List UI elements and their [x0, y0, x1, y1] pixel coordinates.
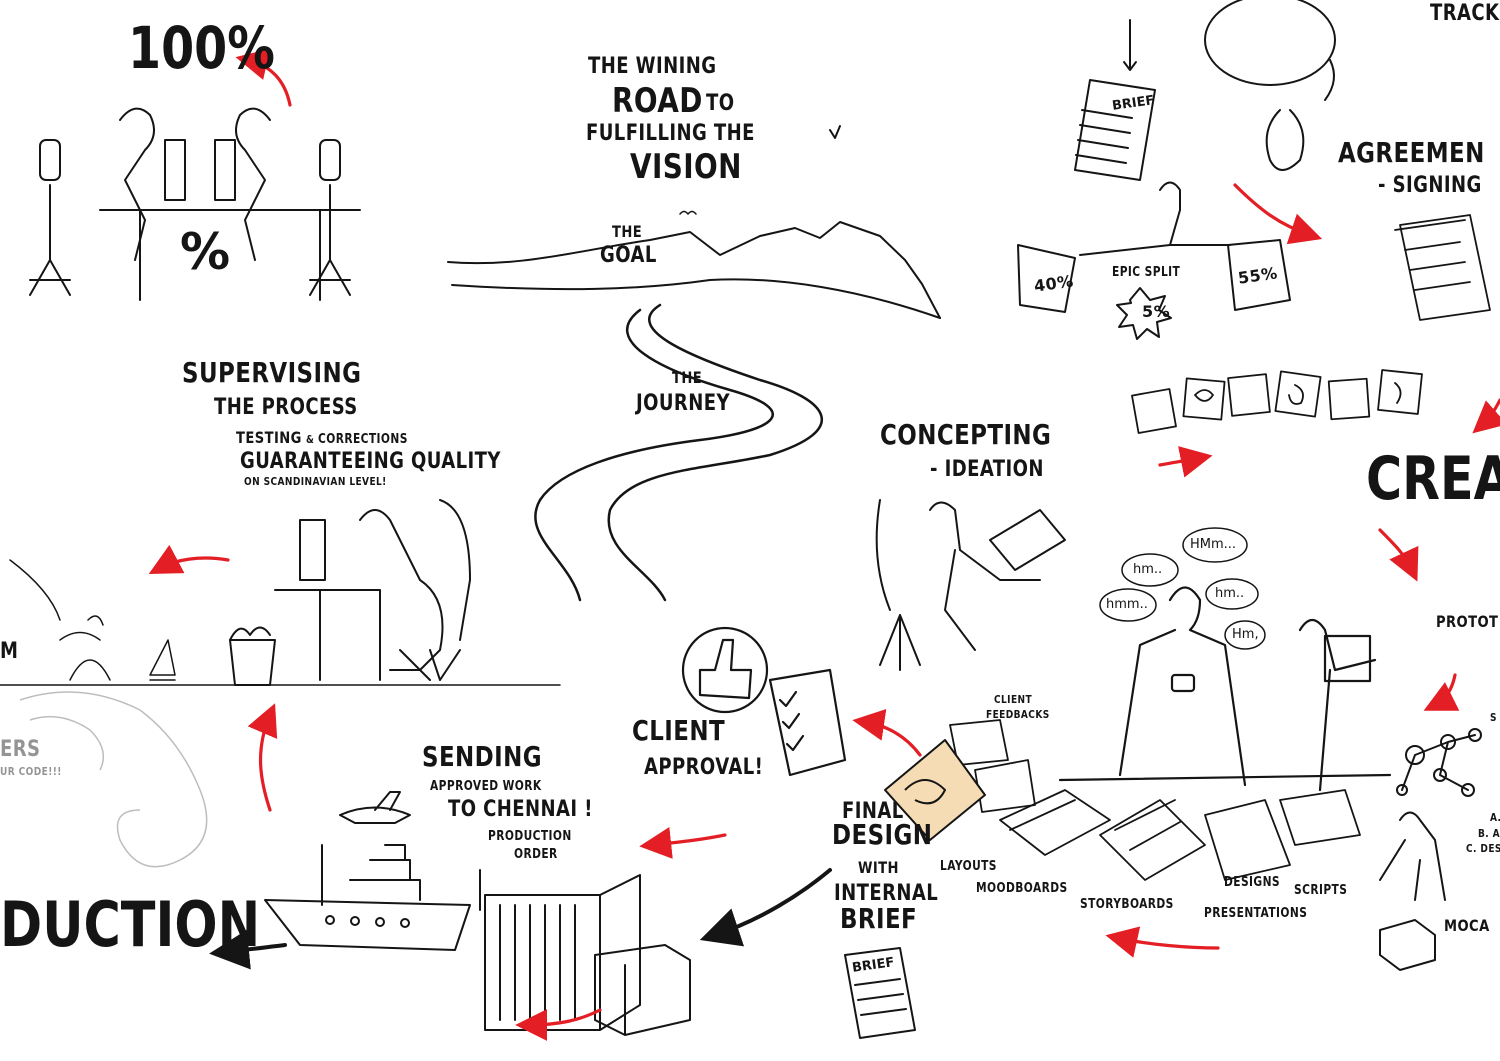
ers-cut-label: ERS — [0, 737, 41, 762]
to-chennai-label: TO CHENNAI ! — [448, 797, 593, 822]
client-feedbacks-line-2: FEEDBACKS — [986, 708, 1050, 721]
approved-work-label: APPROVED WORK — [430, 779, 542, 794]
goal-label: GOAL — [600, 243, 657, 268]
the-process-label: THE PROCESS — [214, 395, 358, 420]
bubble-hmm-big: HMm... — [1190, 537, 1237, 552]
guaranteeing-quality-label: GUARANTEEING QUALITY — [240, 449, 501, 474]
scandinavian-level-label: ON SCANDINAVIAN LEVEL! — [244, 475, 387, 488]
bubble-hm-1: hm.. — [1133, 562, 1163, 577]
s-cut-label: S — [1490, 711, 1497, 724]
prototype-label: PROTOT — [1436, 612, 1499, 631]
concepting-label: CONCEPTING — [880, 418, 1052, 451]
presenter-table-illustration — [1058, 586, 1392, 792]
cargo-ship-illustration — [264, 844, 481, 951]
concept-cards-row — [1131, 369, 1423, 434]
title-line-3: FULFILLING THE — [586, 121, 755, 146]
title-line-2: ROAD — [612, 81, 703, 121]
production-order-line-1: PRODUCTION — [488, 829, 572, 844]
create-label: CREA — [1366, 444, 1500, 514]
option-c-label: C. DES — [1466, 842, 1500, 855]
thumbs-up-checklist — [681, 626, 847, 777]
bubble-hm-3: Hm, — [1232, 627, 1259, 642]
ideation-label: - IDEATION — [930, 457, 1044, 482]
title-line-1: THE WINING — [588, 54, 717, 79]
supervising-label: SUPERVISING — [182, 356, 362, 389]
code-cut-label: UR CODE!!! — [0, 765, 62, 778]
journey-label: JOURNEY — [636, 391, 730, 416]
speech-bubbles — [1099, 527, 1266, 650]
production-order-line-2: ORDER — [514, 847, 558, 862]
corrections-label: CORRECTIONS — [318, 432, 408, 447]
signing-documents — [1394, 214, 1491, 321]
title-line-4: VISION — [630, 147, 742, 187]
epic-split-figure — [1017, 181, 1291, 340]
final-design-note — [884, 739, 986, 841]
goal-label-top: THE — [612, 222, 643, 241]
black-arrows — [209, 868, 832, 970]
sending-label: SENDING — [422, 740, 542, 773]
brief-document-bottom — [844, 947, 916, 1039]
designs-label: DESIGNS — [1224, 875, 1281, 890]
split-center-value: 5% — [1142, 302, 1171, 321]
final-label: FINAL — [842, 799, 904, 824]
storyboards-label: STORYBOARDS — [1080, 897, 1174, 912]
winding-road — [534, 303, 823, 602]
percent-100-label: 100% — [128, 14, 275, 82]
red-arrows — [148, 48, 1500, 1041]
sea-monster-sketch — [19, 691, 208, 868]
client-feedbacks-line-1: CLIENT — [994, 693, 1033, 706]
concepting-person-illustration — [875, 499, 1066, 671]
bubble-hmm: hmm.. — [1106, 597, 1148, 612]
presentations-label: PRESENTATIONS — [1204, 906, 1308, 921]
option-b-label: B. A — [1478, 827, 1500, 840]
approval-label: APPROVAL! — [644, 755, 764, 780]
twin-workers-illustration — [29, 107, 361, 301]
brief-label: BRIEF — [840, 902, 918, 935]
internal-label: INTERNAL — [834, 881, 939, 906]
signing-label: - SIGNING — [1378, 173, 1482, 198]
moodboards-label: MOODBOARDS — [976, 881, 1068, 896]
production-label: DUCTION — [0, 888, 261, 961]
desk-percent-label: % — [180, 223, 231, 281]
testing-label: TESTING — [236, 428, 302, 447]
mountains-illustration — [447, 125, 941, 319]
layouts-label: LAYOUTS — [940, 859, 997, 874]
mocap-label: MOCA — [1444, 916, 1490, 935]
amp-label: & — [306, 433, 315, 446]
compass-illustration — [1204, 0, 1336, 171]
track-label: TRACK — [1430, 1, 1500, 26]
title-to: TO — [706, 91, 735, 116]
agreement-label: AGREEMEN — [1338, 136, 1485, 169]
papers-on-table — [949, 719, 1361, 881]
option-a-label: A. — [1490, 811, 1500, 824]
supervisor-at-desk-illustration — [229, 499, 471, 686]
island-illustration — [0, 559, 561, 686]
brief-document-top — [1074, 19, 1156, 181]
journey-label-top: THE — [672, 368, 703, 387]
client-label: CLIENT — [632, 714, 726, 747]
m-cut-label: M — [0, 639, 19, 664]
airplane-illustration — [339, 791, 411, 824]
shipping-container — [484, 874, 691, 1036]
bubble-hm-2: hm.. — [1215, 586, 1245, 601]
molecule-diagram — [1396, 728, 1482, 797]
scripts-label: SCRIPTS — [1294, 883, 1348, 898]
with-label: WITH — [858, 858, 899, 877]
design-label: DESIGN — [832, 818, 933, 851]
epic-split-label: EPIC SPLIT — [1112, 265, 1181, 280]
mocap-figure — [1379, 811, 1446, 971]
